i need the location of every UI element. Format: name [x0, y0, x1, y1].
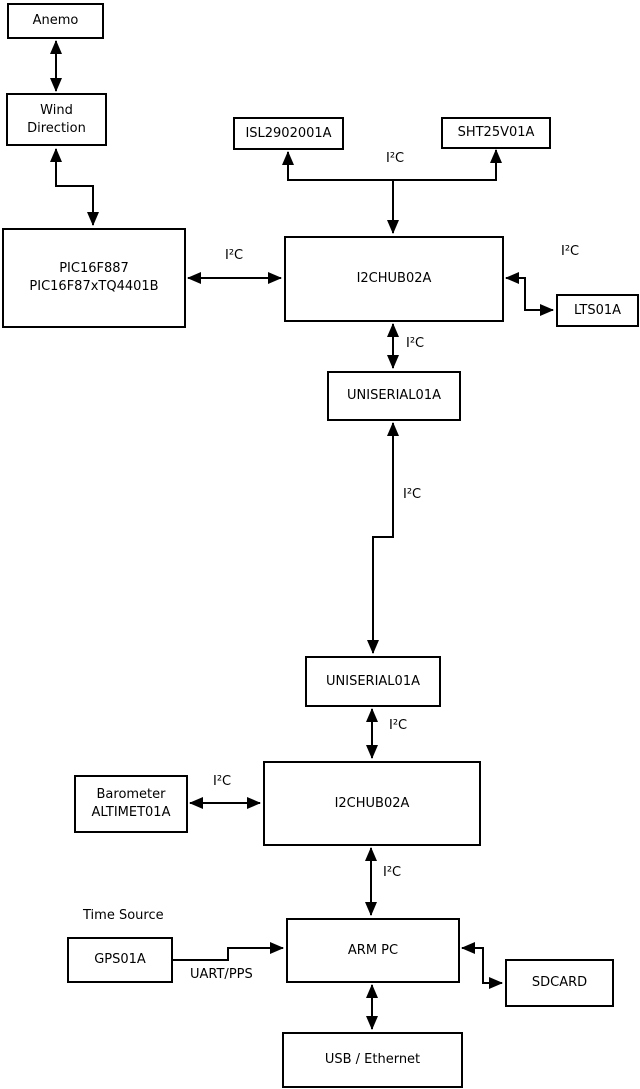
label-i2c-lts: I²C [561, 244, 580, 259]
label-i2c-hub-uniserial: I²C [406, 336, 425, 351]
node-i2chub02a-bottom: I2CHUB02A [263, 761, 481, 846]
label-time-source: Time Source [83, 908, 164, 923]
node-uniserial01a-bottom: UNISERIAL01A [305, 656, 441, 707]
node-isl2902001a: ISL2902001A [233, 117, 344, 150]
edge-gps-armpc [172, 942, 284, 961]
label-i2c-top-bus: I²C [386, 151, 405, 166]
node-sht25v01a: SHT25V01A [441, 117, 551, 149]
label-i2c-uniserial-link: I²C [403, 487, 422, 502]
node-wind-direction: Wind Direction [6, 93, 107, 146]
node-pic16f887: PIC16F887 PIC16F87xTQ4401B [2, 228, 186, 328]
node-lts01a: LTS01A [556, 294, 639, 327]
label-i2c-barometer: I²C [213, 774, 232, 789]
node-barometer-altimet01a: Barometer ALTIMET01A [74, 775, 188, 833]
node-sdcard: SDCARD [505, 959, 614, 1007]
node-arm-pc: ARM PC [286, 918, 460, 983]
edge-hubtop-lts [505, 272, 554, 316]
label-i2c-uniserial-hub2: I²C [389, 718, 408, 733]
node-anemo: Anemo [7, 3, 104, 39]
node-gps01a: GPS01A [67, 937, 173, 983]
node-i2chub02a-top: I2CHUB02A [284, 236, 504, 322]
edge-uniserialtop-uniserialbot [367, 422, 399, 654]
node-uniserial01a-top: UNISERIAL01A [327, 371, 461, 421]
edge-wind-pic [50, 148, 99, 226]
label-i2c-pic-hub: I²C [225, 248, 244, 263]
node-usb-ethernet: USB / Ethernet [282, 1032, 463, 1088]
label-uart-pps: UART/PPS [190, 967, 253, 982]
edge-armpc-sdcard [461, 942, 503, 989]
label-i2c-hub2-armpc: I²C [383, 865, 402, 880]
